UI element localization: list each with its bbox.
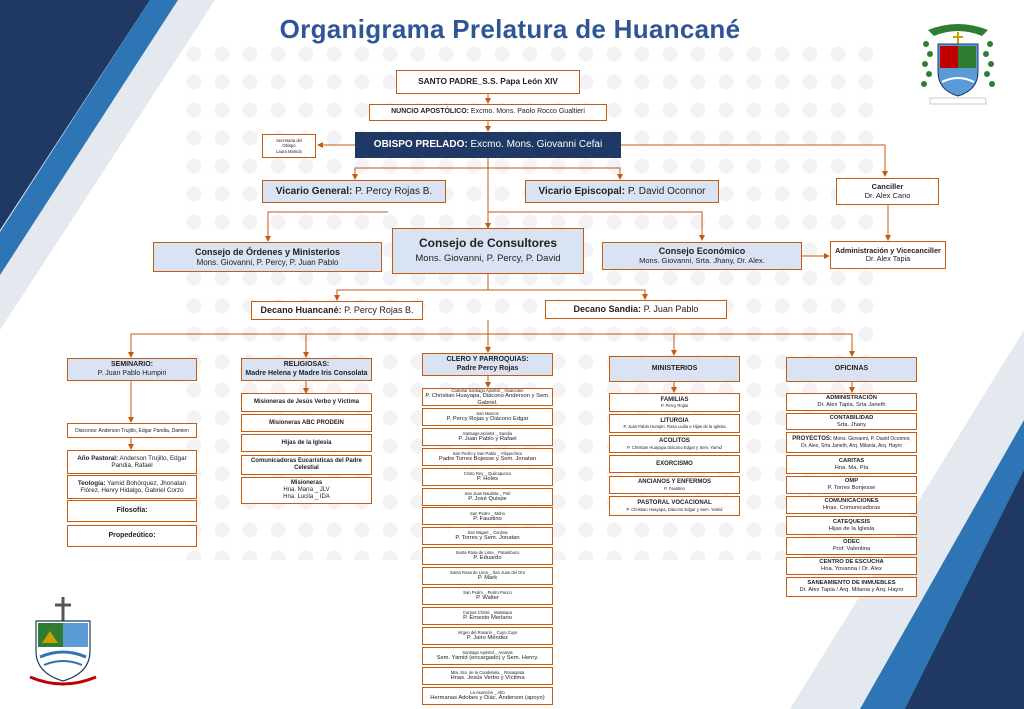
consejo-economico-box: Consejo Económico Mons. Giovanni, Srta. … xyxy=(602,242,802,270)
oficinas-header: OFICINAS xyxy=(786,357,917,382)
religiosa-item: Comunicadoras Eucarísticas del Padre Cel… xyxy=(241,455,372,475)
seminario-diaconos: Diáconos: Anderson Trujillo, Edgar Pandi… xyxy=(67,423,197,438)
clero-header: CLERO Y PARROQUIAS:Padre Percy Rojas xyxy=(422,353,553,376)
religiosa-item: Hijas de la Iglesia xyxy=(241,434,372,452)
seminario-teologia: Teología: Yamid Bohórquez, Jhonatan Flór… xyxy=(67,475,197,499)
seminario-filosofia: Filosofía: xyxy=(67,500,197,522)
vicario-general-box: Vicario General: P. Percy Rojas B. xyxy=(262,180,446,203)
consejo-consultores-box: Consejo de Consultores Mons. Giovanni, P… xyxy=(392,228,584,274)
oficina-item: PROYECTOS: Mons. Giovanni, P. David Ocon… xyxy=(786,432,917,453)
seminario-propedeutico: Propedeútico: xyxy=(67,525,197,547)
vicario-episcopal-box: Vicario Episcopal: P. David Oconnor xyxy=(525,180,719,203)
santo-padre-box: SANTO PADRE_S.S. Papa León XIV xyxy=(396,70,580,94)
consejo-ordenes-box: Consejo de Órdenes y Ministerios Mons. G… xyxy=(153,242,382,272)
decano-sandia-box: Decano Sandia: P. Juan Pablo xyxy=(545,300,727,319)
religiosa-item: Misioneras de Jesús Verbo y Víctima xyxy=(241,393,372,412)
bishop-coat-of-arms-icon xyxy=(921,24,995,105)
seminario-ano-pastoral: Año Pastoral: Anderson Trujillo, Edgar P… xyxy=(67,450,197,474)
nuncio-box: NUNCIO APOSTÓLICO: Excmo. Mons. Paolo Ro… xyxy=(369,104,607,121)
seminario-header: SEMINARIO:P. Juan Pablo Humpiri xyxy=(67,358,197,381)
page-title: Organigrama Prelatura de Huancané xyxy=(279,14,741,44)
ministerios-header: MINISTERIOS xyxy=(609,356,740,382)
religiosas-header: RELIGIOSAS:Madre Helena y Madre Iris Con… xyxy=(241,358,372,381)
decano-huancane-box: Decano Huancané: P. Percy Rojas B. xyxy=(251,301,423,320)
ministerio-item: EXORCISMO xyxy=(609,455,740,473)
prelature-coat-of-arms-icon xyxy=(29,597,97,686)
obispo-prelado-box: OBISPO PRELADO: Excmo. Mons. Giovanni Ce… xyxy=(355,132,621,158)
religiosa-item: Misioneras ABC PRODEIN xyxy=(241,414,372,432)
